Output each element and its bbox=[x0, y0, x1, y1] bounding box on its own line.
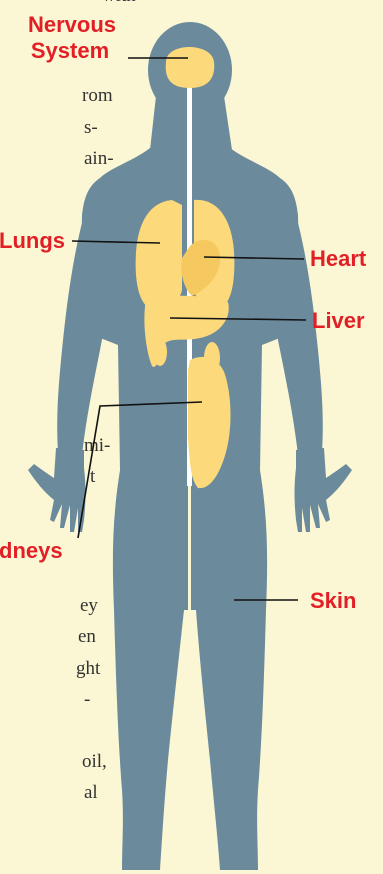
label-skin: Skin bbox=[310, 588, 356, 614]
right-hand-shape bbox=[295, 448, 353, 532]
label-nervous-line1: Nervous bbox=[14, 12, 124, 38]
label-nervous-line2: System bbox=[14, 38, 124, 64]
label-nervous-system: Nervous System bbox=[14, 12, 124, 64]
kidney-shape bbox=[204, 342, 220, 374]
kidney-shape-left bbox=[153, 338, 167, 366]
left-hand-shape bbox=[28, 448, 86, 532]
label-heart: Heart bbox=[310, 246, 366, 272]
label-liver: Liver bbox=[312, 308, 365, 334]
label-lungs: Lungs bbox=[0, 228, 65, 254]
brain-shape bbox=[166, 47, 215, 88]
midline bbox=[188, 486, 191, 626]
label-kidneys: dneys bbox=[0, 538, 63, 564]
